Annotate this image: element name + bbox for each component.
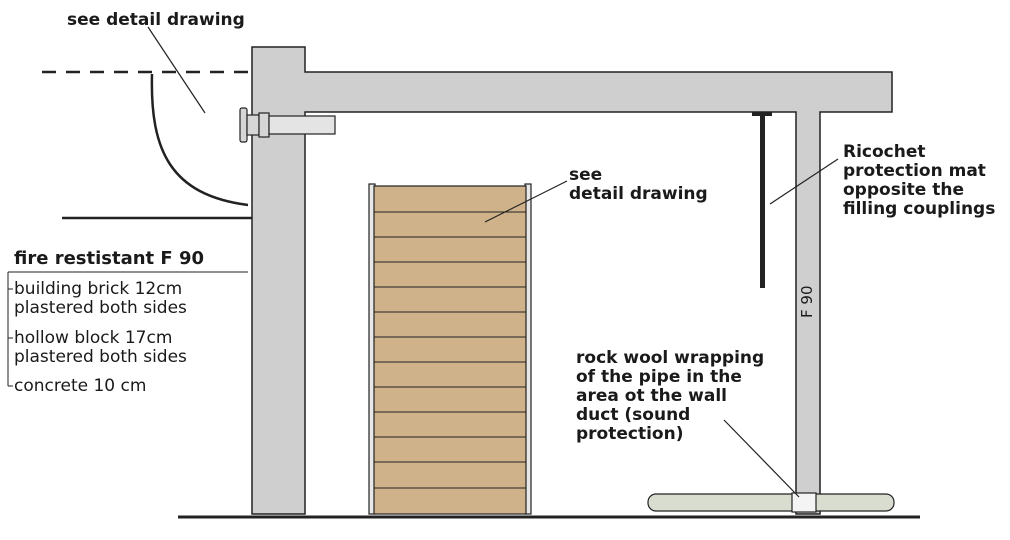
label-see-detail-center: see detail drawing (569, 165, 708, 204)
plank-stack (368, 183, 532, 515)
leader-see-detail-center (484, 180, 568, 223)
label-ricochet: Ricochet protection mat opposite the fil… (843, 142, 996, 219)
label-rock-wool: rock wool wrapping of the pipe in the ar… (576, 348, 765, 444)
label-hollow-block: hollow block 17cm plastered both sides (14, 328, 187, 367)
label-concrete: concrete 10 cm (14, 376, 147, 396)
bottom-pipe (647, 492, 895, 513)
wall-and-ceiling (251, 46, 893, 515)
legend-bracket (7, 271, 248, 387)
ricochet-mat (752, 112, 772, 288)
leader-rock-wool (723, 419, 800, 498)
label-fire-resistant: fire restistant F 90 (14, 248, 205, 269)
label-see-detail-top: see detail drawing (67, 10, 245, 30)
leader-see-detail-top (147, 26, 206, 114)
leader-ricochet (769, 158, 839, 205)
label-building-brick: building brick 12cm plastered both sides (14, 279, 187, 318)
arc-line (150, 73, 249, 207)
filling-coupling (239, 107, 336, 143)
label-column-f90: F 90 (798, 285, 816, 318)
